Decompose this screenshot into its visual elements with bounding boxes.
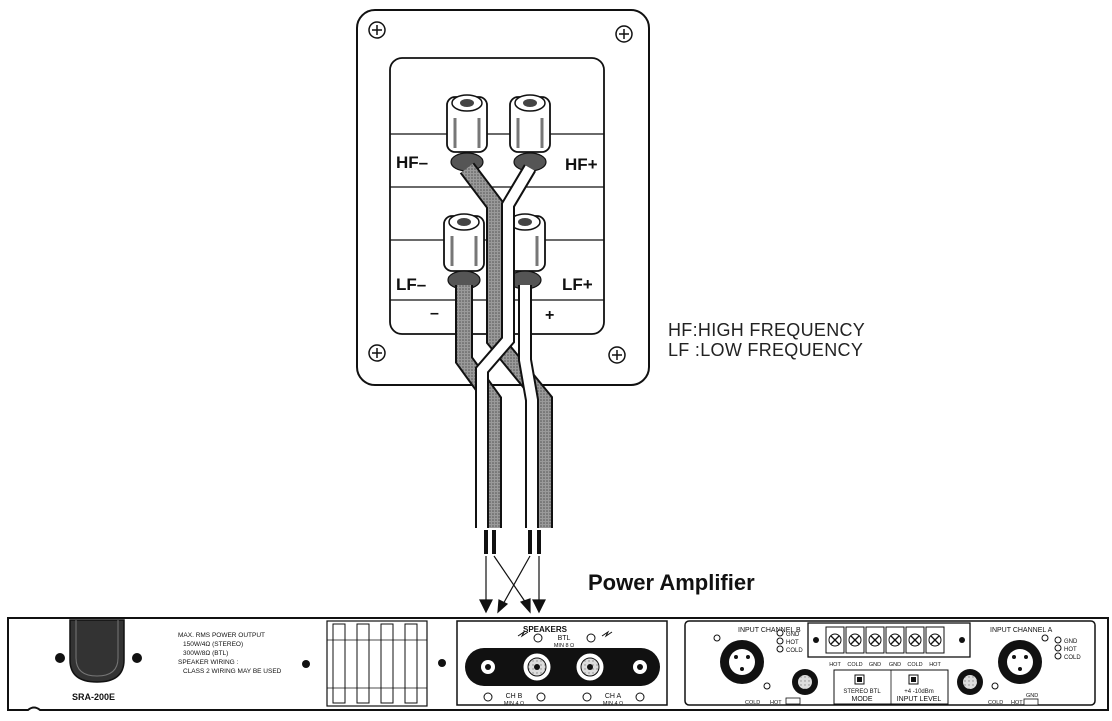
ventilation-grille [326,620,428,707]
amplifier-title: Power Amplifier [588,570,755,595]
spec-text: MAX. RMS POWER OUTPUT 150W/4Ω (STEREO) 3… [178,632,310,675]
pin-label: GND [786,632,800,638]
phone-jack-b [792,669,818,695]
terminal-label: HOT [829,662,841,668]
ch-b-min-label: MIN 4 Ω [504,701,524,707]
pin-label: HOT [786,640,799,646]
input-section: INPUT CHANNEL B GND HOT COLD [684,620,1096,706]
hot-label-a: HOT [1011,700,1023,706]
spec-line: 300W/8Ω (BTL) [183,650,228,657]
screw-icon [615,25,633,43]
pin-label: GND [1064,639,1078,645]
terminal-label: GND [869,662,881,668]
label-lf-plus: LF+ [562,275,593,294]
label-plus-sign: + [545,307,554,324]
spec-line: SPEAKER WIRING : [178,659,239,666]
terminal-strip: HOT COLD GND GND COLD HOT [807,622,971,668]
pin-label: COLD [1064,655,1081,661]
binding-post-hf-minus [446,94,488,172]
ch-a-label: CH A [605,693,622,700]
btl-min-label: MIN 8 Ω [554,643,574,649]
amplifier-rear-panel: SRA-200E MAX. RMS POWER OUTPUT 150W/4Ω (… [7,617,1109,711]
label-hf-plus: HF+ [565,155,598,174]
input-level-label: INPUT LEVEL [897,696,942,703]
binding-post-hf-plus [509,94,551,172]
pin-legend-b: GND HOT COLD [776,629,803,654]
model-label: SRA-200E [72,692,115,702]
speaker-cables [455,162,553,554]
terminal-label: COLD [907,662,922,668]
screw-icon [608,346,626,364]
speakers-label: SPEAKERS [523,625,568,634]
terminal-label: HOT [929,662,941,668]
terminal-label: GND [889,662,901,668]
ch-b-label: CH B [506,693,523,700]
legend-hf: HF:HIGH FREQUENCY [668,320,866,340]
stereo-btl-label: STEREO BTL [843,689,881,695]
phone-jack-a [957,669,983,695]
screw-icon [368,21,386,39]
cold-label-b: COLD [745,700,760,706]
mode-level-switches: STEREO BTL MODE +4 -10dBm INPUT LEVEL [833,669,949,705]
level-values-label: +4 -10dBm [904,689,934,695]
mode-label: MODE [852,696,873,703]
label-minus-sign: – [430,305,439,322]
btl-label: BTL [558,635,571,642]
xlr-connector-b [713,634,771,690]
pin-label: COLD [786,648,803,654]
xlr-connector-a [991,634,1049,690]
screw-icon [368,344,386,362]
terminal-label: COLD [847,662,862,668]
input-channel-b-label: INPUT CHANNEL B [738,627,801,634]
pin-legend-a: GND HOT COLD [1054,636,1081,661]
binding-post-lf-minus [443,213,485,290]
speaker-output-block: SPEAKERS BTL MIN 8 Ω CH B MIN 4 Ω C [456,620,668,707]
spec-line: CLASS 2 WIRING MAY BE USED [183,668,282,675]
cold-label-a: COLD [988,700,1003,706]
spec-line: 150W/4Ω (STEREO) [183,641,243,648]
spec-line: MAX. RMS POWER OUTPUT [178,632,265,639]
ch-a-min-label: MIN 4 Ω [603,701,623,707]
hot-label-b: HOT [770,700,782,706]
label-lf-minus: LF– [396,275,426,294]
power-inlet [55,619,142,683]
legend-lf: LF :LOW FREQUENCY [668,340,864,360]
input-channel-a-label: INPUT CHANNEL A [990,627,1053,634]
frequency-legend: HF:HIGH FREQUENCY LF :LOW FREQUENCY [668,320,865,360]
gnd-label-a: GND [1026,693,1038,699]
label-hf-minus: HF– [396,153,428,172]
wiring-arrows [479,555,546,614]
pin-label: HOT [1064,647,1077,653]
